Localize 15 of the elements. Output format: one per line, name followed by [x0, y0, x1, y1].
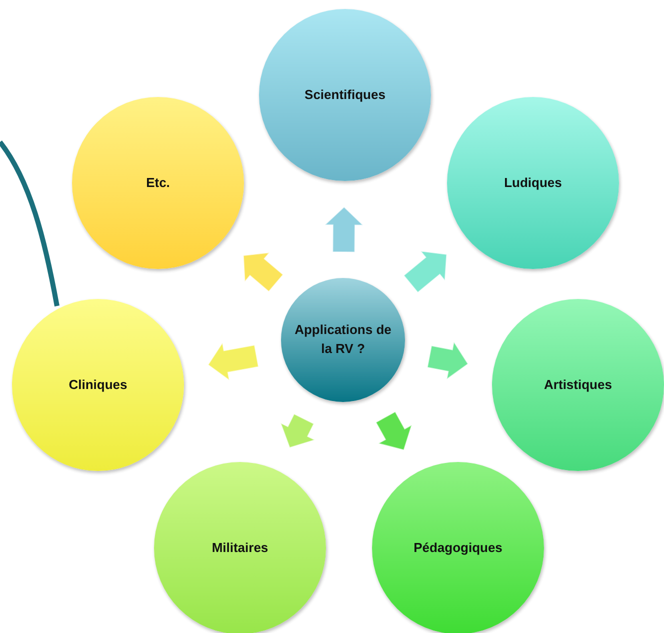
circle-label: Applications de la RV ?: [294, 321, 392, 358]
block-arrow: [375, 411, 413, 451]
circle-label: Cliniques: [68, 376, 128, 394]
circle-label: Pédagogiques: [414, 538, 502, 557]
circle-label: Artistiques: [544, 376, 612, 394]
block-arrow: [242, 252, 284, 292]
circle-label: Ludiques: [504, 174, 562, 192]
circle-label: Etc.: [146, 174, 170, 192]
block-arrow: [403, 250, 448, 294]
block-arrow: [280, 413, 316, 448]
circle-label: Militaires: [212, 538, 268, 557]
block-arrow: [324, 206, 364, 253]
block-arrow: [426, 340, 469, 380]
block-arrow: [207, 342, 260, 382]
circle-label: Scientifiques: [304, 86, 386, 104]
